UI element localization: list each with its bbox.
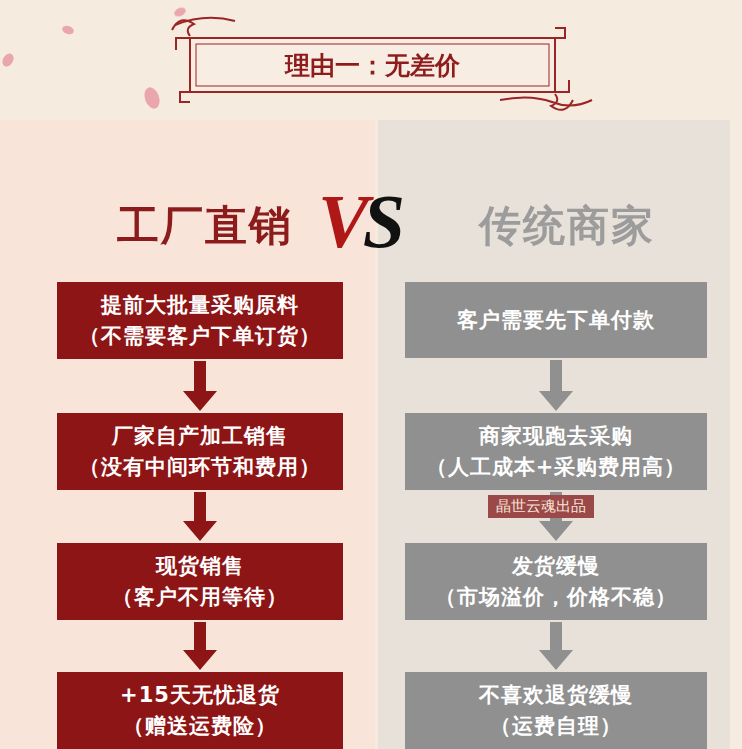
flow-arrow — [539, 492, 573, 541]
column-heading: 工厂直销 — [95, 198, 315, 254]
step-text: 客户需要先下单付款 — [457, 305, 655, 335]
step-text: 现货销售 — [156, 551, 244, 581]
step-text: 商家现跑去采购 — [479, 421, 633, 451]
flow-arrow — [539, 360, 573, 411]
step-text: +15天无忧退货 — [120, 680, 280, 710]
title-frame — [172, 18, 592, 110]
step-note: （客户不用等待） — [112, 582, 288, 612]
step-note: （市场溢价，价格不稳） — [435, 582, 677, 612]
flow-arrow — [183, 361, 217, 411]
step-text: 厂家自产加工销售 — [112, 421, 288, 451]
process-box: 商家现跑去采购（人工成本+采购费用高） — [405, 413, 707, 490]
step-text: 不喜欢退货缓慢 — [479, 680, 633, 710]
versus-mark: VS — [318, 178, 399, 265]
step-note: （赠送运费险） — [123, 711, 277, 741]
step-note: （不需要客户下单订货） — [79, 321, 321, 351]
step-note: （人工成本+采购费用高） — [426, 452, 687, 482]
flow-arrow — [539, 622, 573, 670]
process-box: +15天无忧退货（赠送运费险） — [57, 672, 343, 749]
title-text: 理由一：无差价 — [190, 40, 555, 90]
step-note: （没有中间环节和费用） — [79, 452, 321, 482]
process-box: 厂家自产加工销售（没有中间环节和费用） — [57, 413, 343, 490]
flow-arrow — [183, 492, 217, 541]
process-box: 发货缓慢（市场溢价，价格不稳） — [405, 543, 707, 620]
process-box: 现货销售（客户不用等待） — [57, 543, 343, 620]
step-text: 提前大批量采购原料 — [101, 290, 299, 320]
column-heading: 传统商家 — [457, 198, 677, 254]
step-note: （运费自理） — [490, 711, 622, 741]
column-panel: 传统商家客户需要先下单付款商家现跑去采购（人工成本+采购费用高）发货缓慢（市场溢… — [378, 120, 730, 749]
process-box: 不喜欢退货缓慢（运费自理） — [405, 672, 707, 749]
process-box: 客户需要先下单付款 — [405, 282, 707, 358]
watermark: 晶世云魂出品 — [488, 495, 594, 518]
step-text: 发货缓慢 — [512, 551, 600, 581]
flow-arrow — [183, 622, 217, 670]
process-box: 提前大批量采购原料（不需要客户下单订货） — [57, 282, 343, 359]
